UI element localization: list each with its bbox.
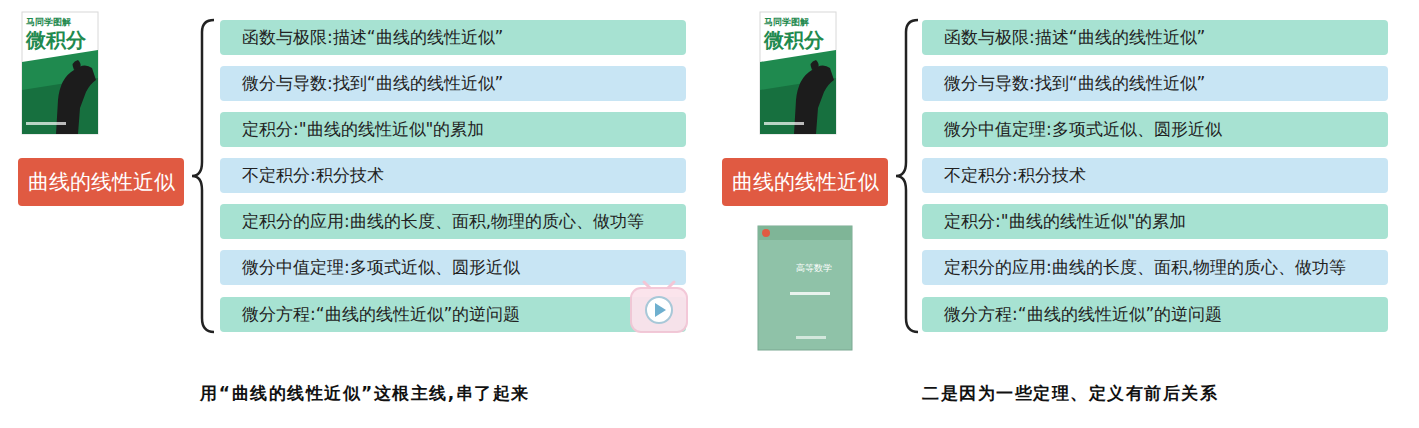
book-cover xyxy=(758,226,852,350)
chapter-bar: 定积分:"曲线的线性近似"的累加 xyxy=(220,112,686,147)
chapter-bar: 微分中值定理:多项式近似、圆形近似 xyxy=(220,250,686,285)
book-series: 马同学图解 xyxy=(764,16,809,29)
chapter-bar: 定积分的应用:曲线的长度、面积,物理的质心、做功等 xyxy=(922,250,1388,285)
chapter-bar: 定积分的应用:曲线的长度、面积,物理的质心、做功等 xyxy=(220,204,686,239)
book-title: 微积分 xyxy=(26,27,86,54)
brace xyxy=(192,20,214,332)
chapter-text: 微分中值定理:多项式近似、圆形近似 xyxy=(944,118,1222,141)
chapter-bar: 微分与导数:找到“曲线的线性近似” xyxy=(922,66,1388,101)
chapter-bar: 不定积分:积分技术 xyxy=(220,158,686,193)
book-title: 微积分 xyxy=(764,27,824,54)
chapter-bar: 微分与导数:找到“曲线的线性近似” xyxy=(220,66,686,101)
chapter-text: 定积分的应用:曲线的长度、面积,物理的质心、做功等 xyxy=(944,256,1346,279)
topic-box: 曲线的线性近似 xyxy=(722,158,888,206)
chapter-bar: 函数与极限:描述“曲线的线性近似” xyxy=(922,20,1388,55)
book-cover xyxy=(760,12,836,134)
chapter-bar: 微分方程:“曲线的线性近似”的逆问题 xyxy=(220,297,686,332)
topic-text: 曲线的线性近似 xyxy=(28,168,175,196)
chapter-bar: 函数与极限:描述“曲线的线性近似” xyxy=(220,20,686,55)
chapter-text: 定积分:"曲线的线性近似"的累加 xyxy=(242,118,484,141)
brace xyxy=(896,20,918,332)
book-title: 高等数学 xyxy=(796,262,832,275)
chapter-text: 不定积分:积分技术 xyxy=(944,164,1086,187)
topic-box: 曲线的线性近似 xyxy=(18,158,184,206)
chapter-text: 微分方程:“曲线的线性近似”的逆问题 xyxy=(242,303,520,326)
play-icon xyxy=(628,276,690,336)
caption: 二是因为一些定理、定义有前后关系 xyxy=(922,382,1218,405)
topic-text: 曲线的线性近似 xyxy=(732,168,879,196)
chapter-text: 函数与极限:描述“曲线的线性近似” xyxy=(242,26,503,49)
chapter-text: 函数与极限:描述“曲线的线性近似” xyxy=(944,26,1205,49)
chapter-text: 定积分的应用:曲线的长度、面积,物理的质心、做功等 xyxy=(242,210,644,233)
chapter-bar: 微分方程:“曲线的线性近似”的逆问题 xyxy=(922,297,1388,332)
chapter-bar: 定积分:"曲线的线性近似"的累加 xyxy=(922,204,1388,239)
chapter-text: 微分方程:“曲线的线性近似”的逆问题 xyxy=(944,303,1222,326)
chapter-text: 定积分:"曲线的线性近似"的累加 xyxy=(944,210,1186,233)
book-cover xyxy=(22,12,98,134)
chapter-text: 微分与导数:找到“曲线的线性近似” xyxy=(944,72,1205,95)
chapter-bar: 微分中值定理:多项式近似、圆形近似 xyxy=(922,112,1388,147)
book-series: 马同学图解 xyxy=(26,16,71,29)
chapter-text: 不定积分:积分技术 xyxy=(242,164,384,187)
chapter-text: 微分与导数:找到“曲线的线性近似” xyxy=(242,72,503,95)
caption: 用“曲线的线性近似”这根主线,串了起来 xyxy=(200,382,529,405)
chapter-bar: 不定积分:积分技术 xyxy=(922,158,1388,193)
chapter-text: 微分中值定理:多项式近似、圆形近似 xyxy=(242,256,520,279)
